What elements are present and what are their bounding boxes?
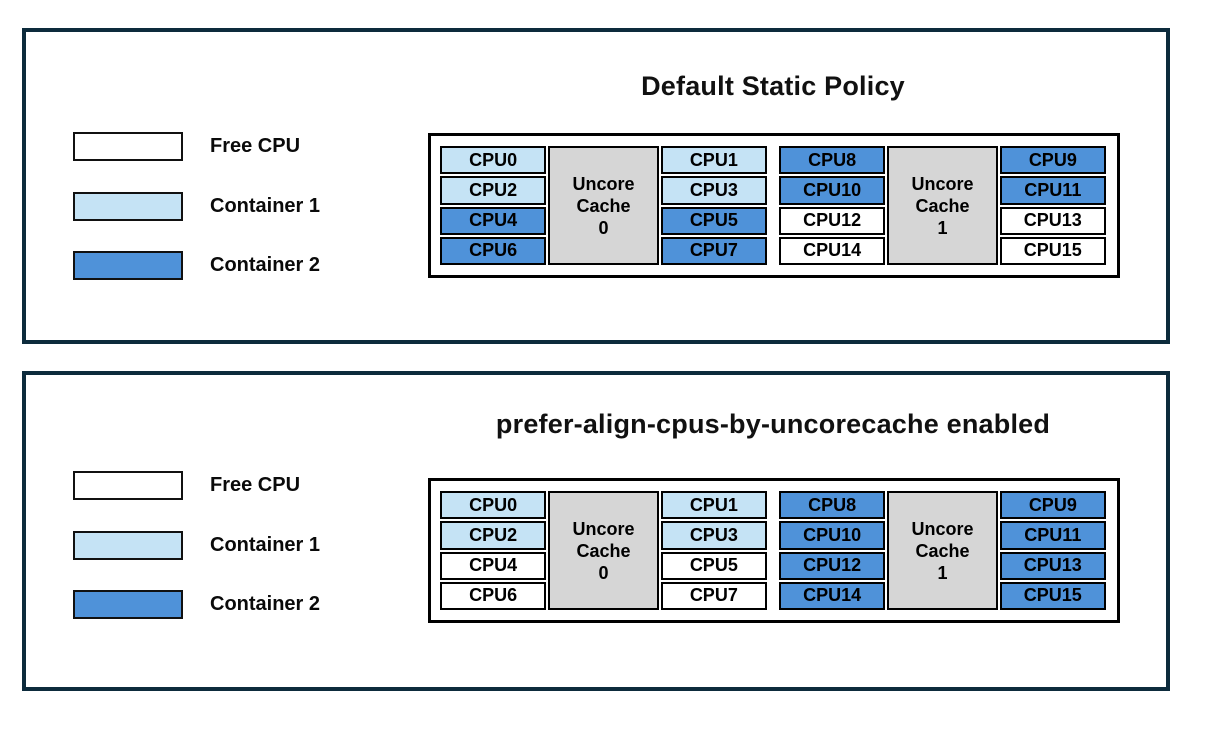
legend-item-free-cpu: Free CPU	[73, 471, 300, 500]
legend-item-container-2: Container 2	[73, 251, 320, 280]
cpu-cell: CPU15	[999, 581, 1106, 610]
legend-swatch-container-2	[73, 251, 183, 280]
legend-swatch-free-cpu	[73, 471, 183, 500]
cpu-cell: CPU15	[999, 236, 1106, 265]
cpu-topology-diagram: CPU0 CPU2 CPU4 CPU6 Uncore Cache 0 CPU1 …	[428, 133, 1120, 278]
legend-item-free-cpu: Free CPU	[73, 132, 300, 161]
uncore-cache-group-0: CPU0 CPU2 CPU4 CPU6 Uncore Cache 0 CPU1 …	[440, 146, 767, 265]
cpu-cell: CPU4	[440, 551, 547, 580]
legend-label-container-2: Container 2	[210, 593, 321, 615]
cpu-column-right: CPU9 CPU11 CPU13 CPU15	[999, 491, 1106, 610]
legend-label-container-1: Container 1	[210, 195, 321, 217]
legend-swatch-container-1	[73, 531, 183, 560]
cpu-cell: CPU4	[440, 206, 547, 235]
cpu-cell: CPU7	[660, 236, 767, 265]
cache-label-line: Uncore	[911, 173, 974, 194]
cpu-column-right: CPU9 CPU11 CPU13 CPU15	[999, 146, 1106, 265]
cpu-cell: CPU5	[660, 206, 767, 235]
legend-label-container-2: Container 2	[210, 254, 321, 276]
legend-item-container-1: Container 1	[73, 531, 320, 560]
cpu-cell: CPU9	[999, 146, 1106, 175]
cpu-cell: CPU1	[660, 491, 767, 520]
page-title: prefer-align-cpus-by-uncorecache enabled	[495, 409, 1051, 439]
legend-swatch-container-2	[73, 590, 183, 619]
cpu-cell: CPU9	[999, 491, 1106, 520]
legend-label-container-1: Container 1	[210, 534, 321, 556]
legend-item-container-1: Container 1	[73, 192, 320, 221]
cache-label-line: Cache	[915, 540, 970, 561]
legend: Free CPU Container 1 Container 2	[73, 471, 373, 621]
cpu-column-right: CPU1 CPU3 CPU5 CPU7	[660, 491, 767, 610]
cpu-column-left: CPU8 CPU10 CPU12 CPU14	[779, 491, 886, 610]
cpu-cell: CPU3	[660, 176, 767, 205]
cache-label-line: Uncore	[572, 518, 635, 539]
cpu-cell: CPU2	[440, 521, 547, 550]
cpu-column-right: CPU1 CPU3 CPU5 CPU7	[660, 146, 767, 265]
panel-prefer-align-cpus-by-uncorecache: prefer-align-cpus-by-uncorecache enabled…	[22, 371, 1170, 691]
cpu-cell: CPU7	[660, 581, 767, 610]
cpu-cell: CPU8	[779, 146, 886, 175]
cpu-column-left: CPU0 CPU2 CPU4 CPU6	[440, 146, 547, 265]
cpu-cell: CPU13	[999, 206, 1106, 235]
legend-swatch-free-cpu	[73, 132, 183, 161]
cache-label-line: Uncore	[572, 173, 635, 194]
legend-label-free-cpu: Free CPU	[210, 474, 301, 496]
cpu-cell: CPU10	[779, 521, 886, 550]
panel-default-static-policy: Default Static Policy Free CPU Container…	[22, 28, 1170, 344]
legend-swatch-container-1	[73, 192, 183, 221]
cache-label-line: 0	[598, 217, 609, 238]
cpu-column-left: CPU8 CPU10 CPU12 CPU14	[779, 146, 886, 265]
cpu-cell: CPU14	[779, 236, 886, 265]
page-title: Default Static Policy	[641, 71, 905, 101]
cpu-cell: CPU11	[999, 521, 1106, 550]
uncore-cache-group-1: CPU8 CPU10 CPU12 CPU14 Uncore Cache 1 CP…	[779, 491, 1106, 610]
cpu-cell: CPU2	[440, 176, 547, 205]
cache-label-line: Cache	[915, 195, 970, 216]
cpu-cell: CPU10	[779, 176, 886, 205]
cpu-topology-diagram: CPU0 CPU2 CPU4 CPU6 Uncore Cache 0 CPU1 …	[428, 478, 1120, 623]
cpu-cell: CPU14	[779, 581, 886, 610]
uncore-cache-group-1: CPU8 CPU10 CPU12 CPU14 Uncore Cache 1 CP…	[779, 146, 1106, 265]
uncore-cache-1-box: Uncore Cache 1	[887, 146, 998, 265]
cpu-cell: CPU6	[440, 236, 547, 265]
legend: Free CPU Container 1 Container 2	[73, 132, 373, 282]
cpu-cell: CPU3	[660, 521, 767, 550]
cpu-cell: CPU6	[440, 581, 547, 610]
uncore-cache-0-box: Uncore Cache 0	[548, 491, 659, 610]
uncore-cache-1-box: Uncore Cache 1	[887, 491, 998, 610]
cpu-cell: CPU11	[999, 176, 1106, 205]
cpu-cell: CPU5	[660, 551, 767, 580]
cache-label-line: 0	[598, 562, 609, 583]
cpu-column-left: CPU0 CPU2 CPU4 CPU6	[440, 491, 547, 610]
uncore-cache-group-0: CPU0 CPU2 CPU4 CPU6 Uncore Cache 0 CPU1 …	[440, 491, 767, 610]
legend-label-free-cpu: Free CPU	[210, 135, 301, 157]
cache-label-line: Uncore	[911, 518, 974, 539]
cpu-cell: CPU8	[779, 491, 886, 520]
cpu-cell: CPU12	[779, 206, 886, 235]
cache-label-line: 1	[937, 217, 948, 238]
cpu-cell: CPU1	[660, 146, 767, 175]
cpu-cell: CPU13	[999, 551, 1106, 580]
legend-item-container-2: Container 2	[73, 590, 320, 619]
cache-label-line: Cache	[576, 540, 631, 561]
cpu-cell: CPU0	[440, 491, 547, 520]
cpu-cell: CPU0	[440, 146, 547, 175]
cache-label-line: Cache	[576, 195, 631, 216]
cpu-cell: CPU12	[779, 551, 886, 580]
cache-label-line: 1	[937, 562, 948, 583]
uncore-cache-0-box: Uncore Cache 0	[548, 146, 659, 265]
